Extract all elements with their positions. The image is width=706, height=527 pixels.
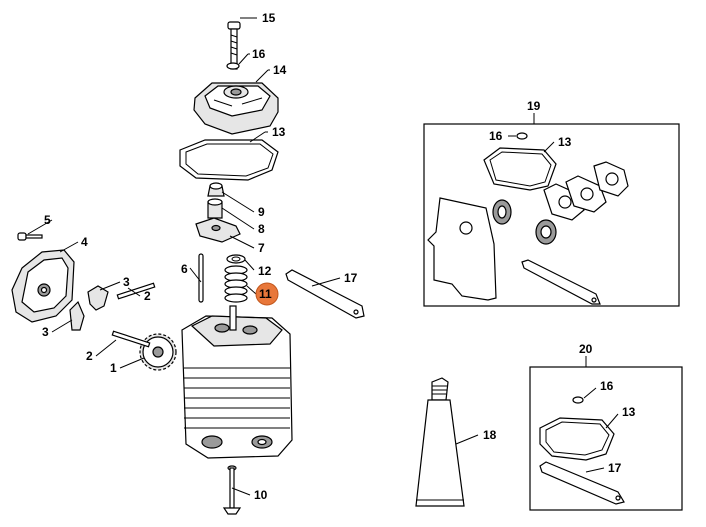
lever-3-lower[interactable] xyxy=(69,300,85,331)
spring-retainer-12[interactable] xyxy=(226,254,246,264)
callout-13-kit19[interactable]: 13 xyxy=(558,135,572,149)
callout-8[interactable]: 8 xyxy=(258,222,265,236)
callout-4[interactable]: 4 xyxy=(81,235,88,249)
gasket-13-kit20[interactable] xyxy=(539,417,615,461)
callout-14[interactable]: 14 xyxy=(273,63,287,77)
callout-10[interactable]: 10 xyxy=(254,488,268,502)
pin-2-upper[interactable] xyxy=(116,282,156,300)
gear-1[interactable] xyxy=(139,333,177,371)
callout-3[interactable]: 3 xyxy=(123,275,130,289)
tool-17-kit20[interactable] xyxy=(539,461,625,505)
callout-3-lower[interactable]: 3 xyxy=(42,325,49,339)
callout-17[interactable]: 17 xyxy=(344,271,358,285)
callout-labels: 15 16 14 13 9 8 7 12 11 6 17 5 4 3 2 3 2… xyxy=(42,11,636,502)
large-gasket-kit19[interactable] xyxy=(427,197,497,301)
valve-spring-11[interactable] xyxy=(224,265,248,303)
callout-7[interactable]: 7 xyxy=(258,241,265,255)
seal-ring-kit19-b[interactable] xyxy=(535,219,557,245)
callout-19[interactable]: 19 xyxy=(527,99,541,113)
gasket-13[interactable] xyxy=(179,139,279,181)
push-rod-6[interactable] xyxy=(198,253,204,303)
callout-5[interactable]: 5 xyxy=(44,213,51,227)
callout-17-kit20[interactable]: 17 xyxy=(608,461,622,475)
washer-16[interactable] xyxy=(226,62,240,70)
gasket-13-kit19[interactable] xyxy=(483,147,557,191)
callout-12[interactable]: 12 xyxy=(258,264,272,278)
callout-11[interactable]: 11 xyxy=(259,287,272,301)
highlight-marker-11[interactable] xyxy=(255,282,279,306)
cylinder[interactable] xyxy=(181,305,293,459)
callout-13[interactable]: 13 xyxy=(272,125,286,139)
callout-16-kit19[interactable]: 16 xyxy=(489,129,503,143)
pin-2-lower[interactable] xyxy=(111,330,151,348)
tool-17-kit19[interactable] xyxy=(521,259,601,305)
callout-2[interactable]: 2 xyxy=(144,289,151,303)
callout-2-lower[interactable]: 2 xyxy=(86,349,93,363)
leader-lines xyxy=(27,17,619,496)
callout-18[interactable]: 18 xyxy=(483,428,497,442)
callout-16-kit20[interactable]: 16 xyxy=(600,379,614,393)
callout-9[interactable]: 9 xyxy=(258,205,265,219)
sealant-tube-18[interactable] xyxy=(415,377,465,507)
valve-cover-14[interactable] xyxy=(193,82,279,135)
cover-plate-4[interactable] xyxy=(11,249,75,323)
callout-20[interactable]: 20 xyxy=(579,342,593,356)
callout-13-kit20[interactable]: 13 xyxy=(622,405,636,419)
tool-17[interactable] xyxy=(285,269,365,319)
callout-16[interactable]: 16 xyxy=(252,47,266,61)
callout-6[interactable]: 6 xyxy=(181,262,188,276)
washer-16-kit20[interactable] xyxy=(572,396,584,404)
gasket-set-kit19[interactable] xyxy=(543,161,629,221)
callout-1[interactable]: 1 xyxy=(110,361,117,375)
washer-16-kit19[interactable] xyxy=(516,132,528,140)
lever-3-upper[interactable] xyxy=(87,285,109,311)
callout-15[interactable]: 15 xyxy=(262,11,276,25)
screw-15[interactable] xyxy=(227,21,241,70)
screw-5[interactable] xyxy=(17,232,43,241)
seal-ring-kit19-a[interactable] xyxy=(492,199,512,225)
